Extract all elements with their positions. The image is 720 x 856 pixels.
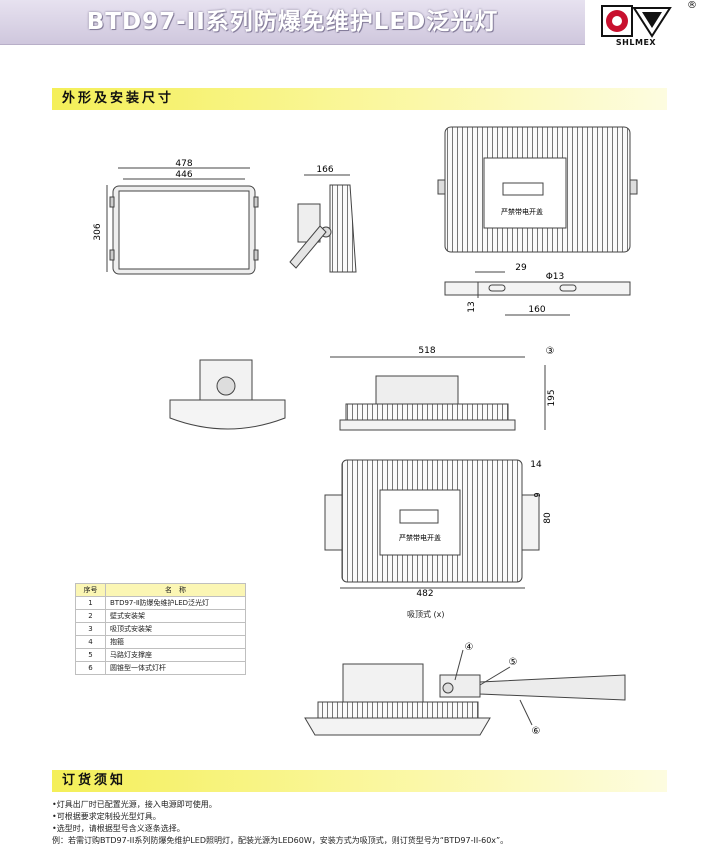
dim-478: 478	[175, 159, 192, 169]
back-view	[437, 126, 638, 253]
dim-29: 29	[515, 263, 527, 273]
table-header-name: 名 称	[105, 583, 246, 597]
dim-518: 518	[418, 346, 435, 356]
callout-6: ⑥	[532, 726, 541, 737]
section-title-ordering: 订货须知	[62, 773, 127, 788]
note-item: 例：若需订购BTD97-II系列防爆免维护LED照明灯，配装光源为LED60W，…	[52, 836, 509, 845]
dim-14: 14	[530, 460, 542, 470]
logo-text: SHLMEX	[615, 38, 657, 47]
page-title: BTD97-II系列防爆免维护LED泛光灯	[86, 9, 499, 35]
section-dimensions: 外形及安装尺寸	[52, 88, 667, 110]
note-item: •选型时，请根据型号含义逐条选择。	[52, 824, 185, 833]
dim-9: 9	[533, 492, 542, 497]
note-item: •可根据要求定制投光型灯具。	[52, 812, 161, 821]
dim-306: 306	[93, 223, 103, 240]
dim-hole: Φ13	[546, 272, 565, 282]
registered-mark: ®	[687, 0, 697, 11]
long-view	[330, 356, 546, 431]
ordering-notes: •灯具出厂时已配置光源，接入电源即可使用。 •可根据要求定制投光型灯具。 •选型…	[52, 799, 508, 847]
dim-160: 160	[528, 305, 545, 315]
front-view	[106, 167, 259, 275]
ceiling-view	[324, 459, 540, 589]
pole-mount-view	[304, 649, 626, 736]
warning-label-ceiling: 严禁带电开盖	[399, 533, 441, 542]
dim-482: 482	[416, 589, 433, 599]
dim-195: 195	[547, 389, 557, 406]
callout-4: ④	[465, 642, 474, 653]
callout-5: ⑤	[509, 657, 518, 668]
dim-80: 80	[543, 512, 553, 524]
dim-166: 166	[316, 165, 333, 175]
warning-label-back: 严禁带电开盖	[501, 207, 543, 216]
dim-446: 446	[175, 170, 192, 180]
callout-3: ③	[546, 346, 555, 357]
dim-13: 13	[467, 301, 477, 312]
table-header-no: 序号	[75, 583, 106, 597]
table-header-row: 序号 名 称	[75, 583, 246, 597]
mounting-bar	[444, 271, 631, 316]
section-title-dimensions: 外形及安装尺寸	[62, 91, 175, 106]
note-item: •灯具出厂时已配置光源，接入电源即可使用。	[52, 800, 217, 809]
brand-logo	[601, 5, 672, 38]
section-ordering: 订货须知	[52, 770, 667, 792]
header-banner	[0, 0, 585, 45]
side-view	[289, 174, 357, 273]
bracket-side-view	[169, 359, 286, 430]
ceiling-caption: 吸顶式 (x)	[407, 610, 445, 619]
